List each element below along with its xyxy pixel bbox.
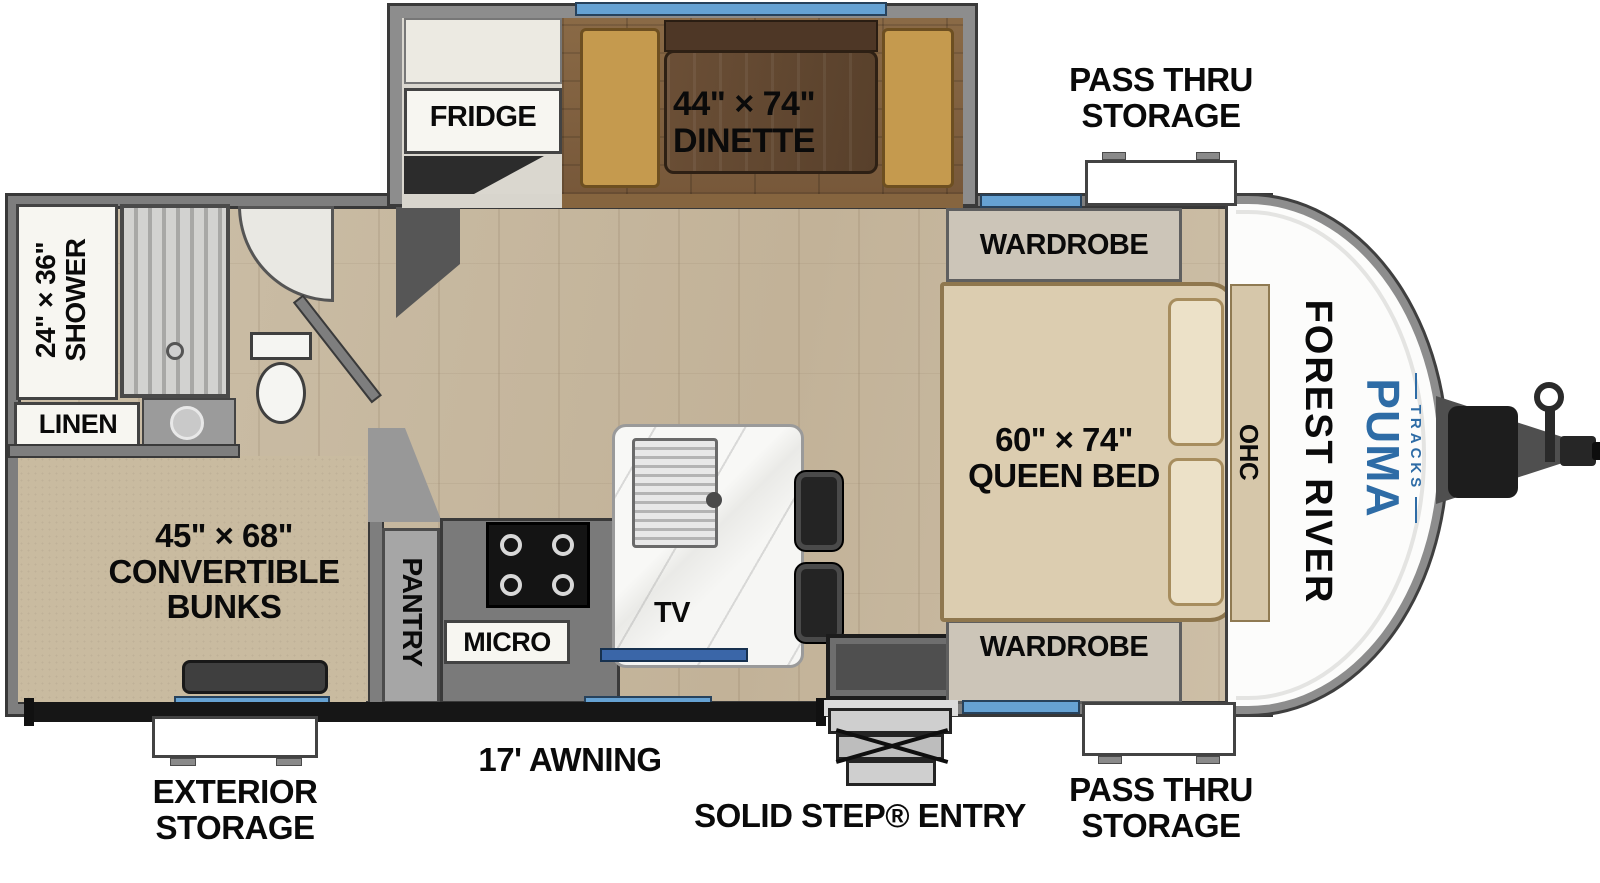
fridge-label: FRIDGE <box>429 101 537 133</box>
shower-label-box <box>16 204 118 400</box>
bed-pillow <box>1168 458 1224 606</box>
stove <box>486 522 590 608</box>
bed-pillow <box>1168 298 1224 446</box>
pass-thru-bottom-line2: STORAGE <box>1081 806 1241 844</box>
forest-river-logo: FOREST RIVER <box>1290 262 1339 642</box>
slide-passage-floor <box>562 194 963 208</box>
pass-thru-storage-top-box <box>1085 160 1237 206</box>
stove-burner-icon <box>552 534 574 556</box>
slide-window <box>575 2 887 16</box>
tracks-logo: TRACKS <box>1406 373 1426 523</box>
stove-burner-icon <box>500 574 522 596</box>
tongue-jack-post <box>1545 408 1555 462</box>
pass-thru-top-line2: STORAGE <box>1081 96 1241 134</box>
hitch-coupler <box>1560 436 1596 466</box>
propane-tank <box>1448 406 1518 498</box>
fridge-upper-counter <box>404 18 562 84</box>
slide-passage-floor <box>402 194 562 208</box>
pantry-cabinet <box>382 528 440 704</box>
bed-name: QUEEN BED <box>968 456 1160 494</box>
storage-box-foot <box>1098 756 1122 764</box>
awning-bar <box>28 702 822 722</box>
bunks-label: 45" × 68" CONVERTIBLE BUNKS <box>74 518 374 625</box>
storage-hatch <box>182 660 328 694</box>
storage-box-foot <box>1196 152 1220 160</box>
exterior-storage-label: EXTERIOR STORAGE <box>105 774 365 845</box>
awning-end-cap <box>24 698 34 726</box>
ohc-cabinet <box>1230 284 1270 622</box>
pass-thru-bottom-line1: PASS THRU <box>1069 771 1253 808</box>
bedroom-window <box>980 194 1082 208</box>
exterior-storage-line1: EXTERIOR <box>152 773 318 810</box>
pass-thru-top-line1: PASS THRU <box>1069 61 1253 98</box>
hitch-coupler-tip <box>1592 442 1600 460</box>
entry-door-mat <box>826 634 956 700</box>
bunks-line3: BUNKS <box>166 588 282 626</box>
microwave <box>444 620 570 664</box>
bath-bottom-wall <box>8 444 240 458</box>
faucet-icon <box>706 492 722 508</box>
shower-name: SHOWER <box>60 238 92 362</box>
bed-dims: 60" × 74" <box>995 421 1133 458</box>
awning-end-cap <box>816 698 826 726</box>
stove-burner-icon <box>552 574 574 596</box>
tracks-rule-icon <box>1415 497 1417 523</box>
dinette-table <box>664 50 878 174</box>
pass-thru-top-label: PASS THRU STORAGE <box>1031 62 1291 133</box>
series-name: TRACKS <box>1407 404 1425 492</box>
awning-label: 17' AWNING <box>478 741 662 778</box>
fridge <box>404 88 562 154</box>
storage-box-foot <box>1196 756 1220 764</box>
shower-dims: 24" × 36" <box>30 241 61 359</box>
toilet-bowl <box>256 362 306 424</box>
dinette-label: 44" × 74" DINETTE <box>604 86 884 159</box>
toilet-tank <box>250 332 312 360</box>
pass-thru-storage-bottom-box <box>1082 702 1236 756</box>
wardrobe-top-cabinet <box>946 208 1182 282</box>
wardrobe-bottom-label: WARDROBE <box>979 631 1149 663</box>
bunks-dims: 45" × 68" <box>155 517 293 554</box>
pantry-label: PANTRY <box>397 557 428 667</box>
bedroom-lower-window <box>962 700 1080 714</box>
shower-drain-icon <box>166 342 184 360</box>
island-chair <box>794 470 844 552</box>
pass-thru-bottom-label: PASS THRU STORAGE <box>1031 772 1291 843</box>
micro-label: MICRO <box>463 627 551 657</box>
island-chair <box>794 562 844 644</box>
entry-step <box>846 760 936 786</box>
linen-label: LINEN <box>38 409 118 439</box>
vanity-sink-icon <box>170 406 204 440</box>
entry-label: SOLID STEP® ENTRY <box>694 797 1026 834</box>
puma-logo: PUMA <box>1351 353 1409 543</box>
exterior-storage-line2: STORAGE <box>155 808 315 846</box>
model-name: PUMA <box>1357 378 1409 518</box>
entry-step <box>828 708 952 734</box>
dinette-dims: 44" × 74" <box>672 85 816 123</box>
shower-label: 24" × 36" SHOWER <box>30 195 101 405</box>
tv-screen-strip <box>600 648 748 662</box>
storage-box-foot <box>170 758 196 766</box>
bunks-line2: CONVERTIBLE <box>108 552 340 590</box>
dinette-back-cushion <box>664 20 878 52</box>
stove-burner-icon <box>500 534 522 556</box>
shower-pan <box>120 204 230 398</box>
queen-bed-label: 60" × 74" QUEEN BED <box>934 422 1194 493</box>
ohc-label: OHC <box>1234 423 1264 481</box>
tv-label: TV <box>653 597 691 629</box>
manufacturer-name: FOREST RIVER <box>1297 299 1339 605</box>
tracks-rule-icon <box>1415 373 1417 399</box>
storage-box-foot <box>276 758 302 766</box>
dinette-bench-left <box>580 28 660 188</box>
wardrobe-bottom-cabinet <box>946 620 1182 704</box>
dinette-bench-right <box>882 28 954 188</box>
dinette-name: DINETTE <box>673 121 815 160</box>
wardrobe-top-label: WARDROBE <box>979 229 1149 261</box>
exterior-storage-box <box>152 716 318 758</box>
storage-box-foot <box>1102 152 1126 160</box>
island-sink-cover <box>632 438 718 548</box>
